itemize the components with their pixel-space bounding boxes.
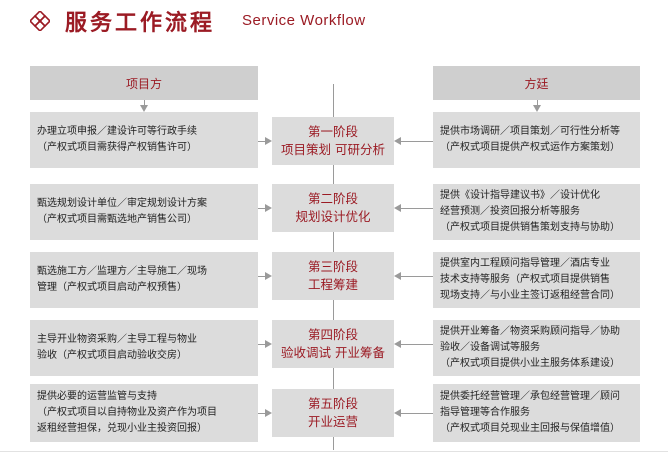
left-item-line: 主导开业物资采购／主导工程与物业	[37, 334, 197, 345]
left-item-line: 甄选规划设计单位／审定规划设计方案	[37, 198, 207, 209]
stage-box: 第五阶段开业运营	[272, 389, 394, 437]
stage-name: 项目策划 可研分析	[281, 142, 385, 157]
page-subtitle: Service Workflow	[242, 12, 366, 29]
left-to-stage-arrow	[265, 340, 272, 348]
right-item-line: （产权式项目提供小业主服务体系建设）	[440, 358, 620, 369]
left-to-stage-connector	[258, 208, 266, 209]
left-to-stage-arrow	[265, 137, 272, 145]
right-item-line: 经营预测／投资回报分析等服务	[440, 206, 580, 217]
right-item-line: 提供市场调研／项目策划／可行性分析等	[440, 126, 620, 137]
right-item-box: 提供开业筹备／物资采购顾问指导／协助验收／设备调试等服务 （产权式项目提供小业主服…	[433, 320, 640, 376]
right-header-arrow	[532, 105, 541, 112]
stage-to-right-connector	[400, 344, 433, 345]
left-item-line: 管理（产权式项目启动产权预售）	[37, 282, 187, 293]
right-item-line: 验收／设备调试等服务	[440, 342, 540, 353]
page-title: 服务工作流程	[65, 11, 216, 36]
left-item-line: 提供必要的运营监管与支持	[37, 391, 157, 402]
left-to-stage-arrow	[265, 409, 272, 417]
left-header-arrow	[140, 105, 148, 112]
stage-number: 第二阶段	[307, 191, 358, 206]
left-item-box: 甄选规划设计单位／审定规划设计方案 （产权式项目需甄选地产销售公司）	[30, 184, 258, 240]
left-to-stage-connector	[258, 413, 266, 414]
stage-box: 第二阶段规划设计优化	[272, 184, 394, 232]
right-item-line: 指导管理等合作服务	[440, 407, 530, 418]
stage-to-right-arrow	[394, 272, 401, 280]
left-to-stage-connector	[258, 344, 266, 345]
stage-name: 工程筹建	[307, 277, 358, 292]
right-item-line: 提供室内工程顾问指导管理／酒店专业	[440, 258, 610, 269]
stage-to-right-arrow	[394, 204, 401, 212]
left-to-stage-connector	[258, 141, 266, 142]
left-item-line: 返租经营担保，兑现小业主投资回报）	[37, 423, 207, 434]
left-item-box: 主导开业物资采购／主导工程与物业验收（产权式项目启动验收交房）	[30, 320, 258, 376]
left-item-box: 甄选施工方／监理方／主导施工／现场管理（产权式项目启动产权预售）	[30, 252, 258, 308]
stage-box: 第四阶段验收调试 开业筹备	[272, 320, 394, 368]
right-item-line: 提供《设计指导建议书》／设计优化	[440, 190, 600, 201]
stage-name: 验收调试 开业筹备	[281, 345, 385, 360]
left-item-line: 办理立项申报／建设许可等行政手续	[37, 126, 197, 137]
left-item-line: （产权式项目需获得产权销售许可）	[37, 142, 197, 153]
stage-to-right-connector	[400, 141, 433, 142]
stage-to-right-arrow	[394, 137, 401, 145]
stage-number: 第四阶段	[307, 327, 358, 342]
stage-name: 规划设计优化	[295, 209, 371, 224]
right-column-header: 方廷	[433, 66, 640, 100]
left-item-line: （产权式项目需甄选地产销售公司）	[37, 214, 197, 225]
stage-number: 第五阶段	[307, 396, 358, 411]
right-item-line: （产权式项目提供销售策划支持与协助）	[440, 222, 620, 233]
right-item-box: 提供委托经营管理／承包经营管理／顾问指导管理等合作服务 （产权式项目兑现业主回报与…	[433, 384, 640, 442]
left-item-line: 验收（产权式项目启动验收交房）	[37, 350, 187, 361]
left-item-line: （产权式项目以自持物业及资产作为项目	[37, 407, 217, 418]
right-item-box: 提供室内工程顾问指导管理／酒店专业技术支持等服务（产权式项目提供销售现场支持／与…	[433, 252, 640, 308]
left-to-stage-arrow	[265, 204, 272, 212]
right-item-line: 技术支持等服务（产权式项目提供销售	[440, 274, 610, 285]
left-column-header: 项目方	[30, 66, 258, 100]
stage-to-right-connector	[400, 276, 433, 277]
flower-logo-icon	[30, 11, 50, 31]
right-item-box: 提供《设计指导建议书》／设计优化经营预测／投资回报分析等服务 （产权式项目提供销售…	[433, 184, 640, 240]
left-to-stage-connector	[258, 276, 266, 277]
stage-to-right-arrow	[394, 409, 401, 417]
left-to-stage-arrow	[265, 272, 272, 280]
right-item-line: 现场支持／与小业主签订返租经营合同）	[440, 290, 620, 301]
stage-name: 开业运营	[307, 414, 358, 429]
stage-to-right-connector	[400, 208, 433, 209]
stage-to-right-arrow	[394, 340, 401, 348]
header: 服务工作流程 Service Workflow	[0, 0, 668, 40]
left-item-line: 甄选施工方／监理方／主导施工／现场	[37, 266, 207, 277]
right-item-line: （产权式项目兑现业主回报与保值增值）	[440, 423, 620, 434]
right-item-box: 提供市场调研／项目策划／可行性分析等 （产权式项目提供产权式运作方案策划）	[433, 112, 640, 168]
right-item-line: 提供委托经营管理／承包经营管理／顾问	[440, 391, 620, 402]
right-item-line: （产权式项目提供产权式运作方案策划）	[440, 142, 620, 153]
stage-number: 第一阶段	[307, 124, 358, 139]
stage-box: 第一阶段项目策划 可研分析	[272, 117, 394, 165]
stage-box: 第三阶段工程筹建	[272, 252, 394, 300]
stage-number: 第三阶段	[307, 259, 358, 274]
right-item-line: 提供开业筹备／物资采购顾问指导／协助	[440, 326, 620, 337]
stage-to-right-connector	[400, 413, 433, 414]
bottom-divider	[0, 451, 668, 452]
left-item-box: 办理立项申报／建设许可等行政手续 （产权式项目需获得产权销售许可）	[30, 112, 258, 168]
left-item-box: 提供必要的运营监管与支持 （产权式项目以自持物业及资产作为项目返租经营担保，兑现小…	[30, 384, 258, 442]
